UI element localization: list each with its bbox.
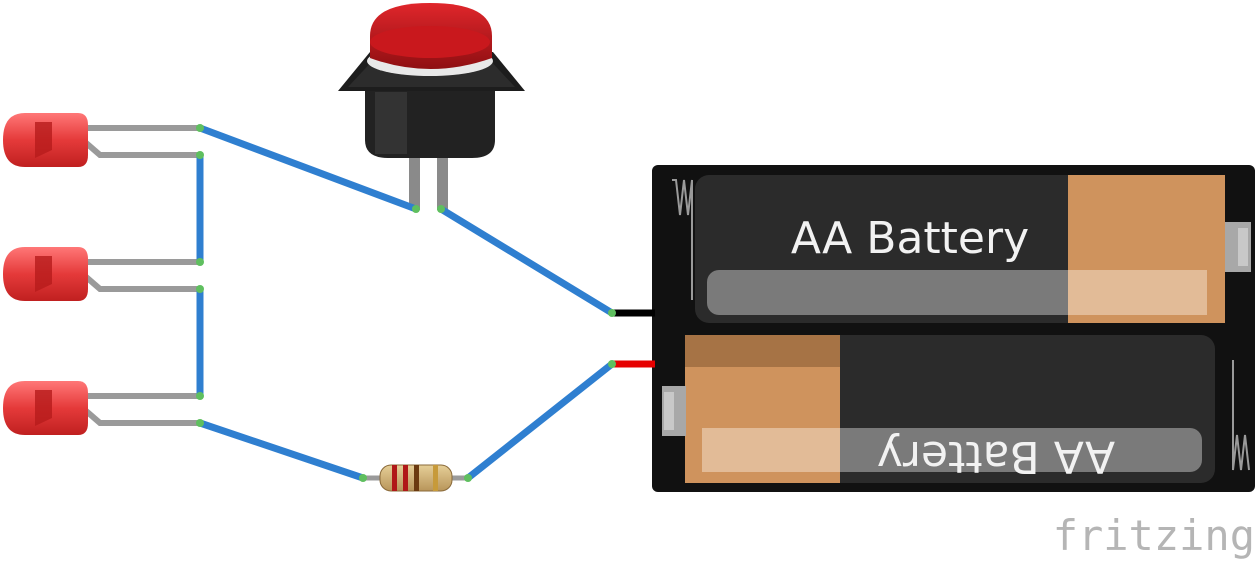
led-1-cathode-lead <box>83 139 200 158</box>
wire-led1-anode-to-button[interactable] <box>196 124 420 213</box>
battery-cell-2-label: AA Battery <box>877 431 1115 482</box>
pushbutton-lead-right <box>437 150 448 210</box>
led-3[interactable] <box>3 381 200 435</box>
wire-resistor-to-battery-positive[interactable] <box>464 360 616 482</box>
wire-endpoints <box>196 124 616 482</box>
wire-led3-cathode-to-resistor[interactable] <box>196 419 367 482</box>
wire-button-to-battery-negative[interactable] <box>437 205 616 317</box>
battery-cell-1: AA Battery <box>695 175 1251 323</box>
led-1[interactable] <box>3 113 200 167</box>
pushbutton-lead-left <box>409 150 420 210</box>
battery-cell-1-label: AA Battery <box>791 213 1029 264</box>
led-3-cathode-lead <box>83 407 200 426</box>
resistor[interactable] <box>360 464 470 492</box>
wires <box>196 124 616 482</box>
battery-holder[interactable]: AA Battery AA Battery <box>612 165 1255 492</box>
fritzing-logo-text: fritzing <box>1053 511 1255 560</box>
battery-cell-2: AA Battery <box>662 335 1215 483</box>
led-2-cathode-lead <box>83 273 200 292</box>
pushbutton[interactable] <box>338 3 525 210</box>
led-2[interactable] <box>3 247 200 301</box>
